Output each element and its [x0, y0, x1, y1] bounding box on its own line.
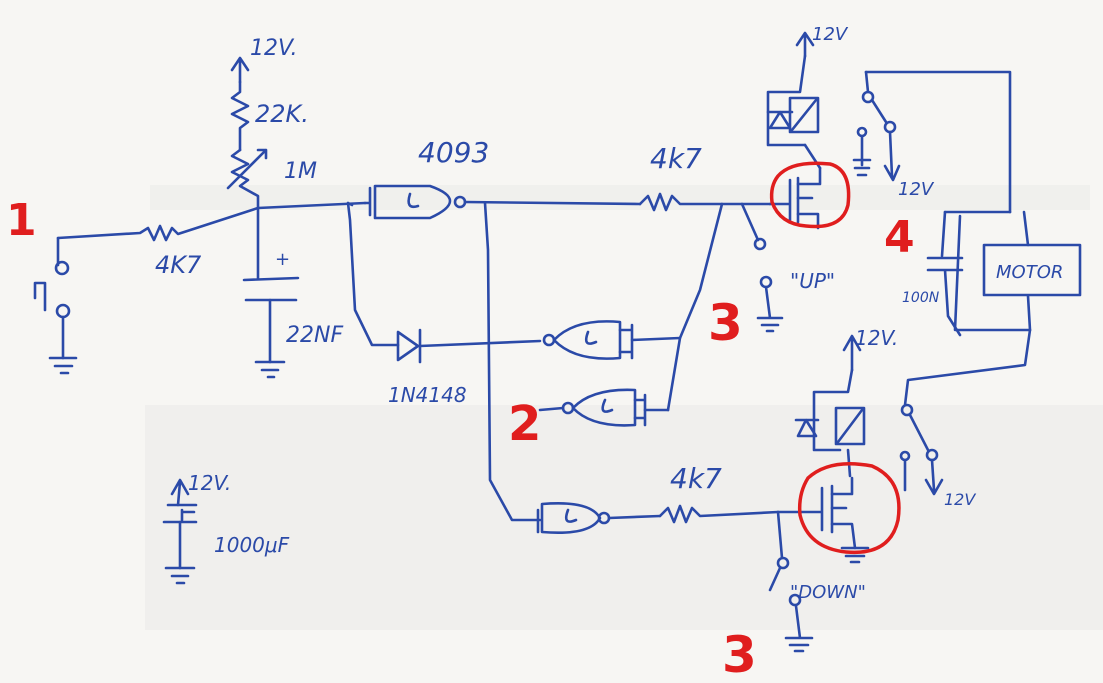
label-cap-plus: +: [275, 249, 290, 270]
label-1000uf-supply: 12V.: [188, 471, 231, 495]
label-1000uf: 1000μF: [214, 533, 290, 557]
label-1n4148: 1N4148: [388, 383, 467, 407]
label-supply-top: 12V.: [250, 36, 298, 61]
label-22nf: 22NF: [286, 323, 343, 348]
up-relay: [766, 31, 822, 170]
input-resistor-4k7: [56, 206, 260, 242]
supply-capacitor: [162, 478, 198, 585]
nand-gate-3: [538, 388, 670, 427]
input-switch: [33, 236, 78, 375]
down-mosfet-highlight: [797, 462, 901, 555]
label-relay-up-contact: 12V: [898, 179, 935, 200]
step-annotations: 1 2 3 3 4: [6, 195, 915, 683]
annotation-2: 2: [508, 396, 541, 452]
label-relay-down-supply: 12V.: [855, 326, 898, 350]
nand-gate-1: [346, 184, 642, 220]
label-100n: 100N: [902, 290, 940, 306]
annotation-3-up: 3: [708, 294, 743, 352]
label-4093: 4093: [418, 136, 489, 169]
up-driver: [638, 192, 784, 412]
label-4k7-input: 4K7: [155, 251, 202, 279]
down-relay-contacts: [899, 403, 944, 496]
timing-network: [226, 56, 367, 379]
label-switch-up: "UP": [790, 269, 835, 293]
label-4k7-down: 4k7: [670, 462, 722, 495]
label-relay-down-contact: 12V: [944, 490, 976, 509]
label-switch-down: "DOWN": [790, 582, 866, 603]
up-mosfet-highlight: [769, 161, 851, 229]
down-driver: [658, 504, 814, 653]
motor-block: [903, 210, 1082, 407]
annotation-4: 4: [884, 212, 915, 263]
label-22k: 22K.: [255, 100, 309, 128]
annotation-3-down: 3: [722, 626, 757, 683]
nand-gate-4: [536, 502, 662, 534]
component-labels: 12V. 22K. 1M 4093 4K7 + 22NF 1N4148 4k7 …: [155, 24, 1063, 603]
annotation-1: 1: [6, 195, 37, 246]
up-relay-contacts: [852, 70, 1012, 214]
highlight-rings: [769, 161, 901, 555]
label-1m: 1M: [284, 159, 317, 184]
gate-chain: [483, 201, 542, 522]
label-motor: MOTOR: [996, 262, 1063, 283]
nand-gate-2: [542, 320, 682, 360]
label-4k7-up: 4k7: [650, 142, 702, 175]
label-relay-up-supply: 12V: [812, 24, 849, 45]
diode-path: [346, 201, 542, 364]
paper-bleed: [145, 185, 1103, 630]
